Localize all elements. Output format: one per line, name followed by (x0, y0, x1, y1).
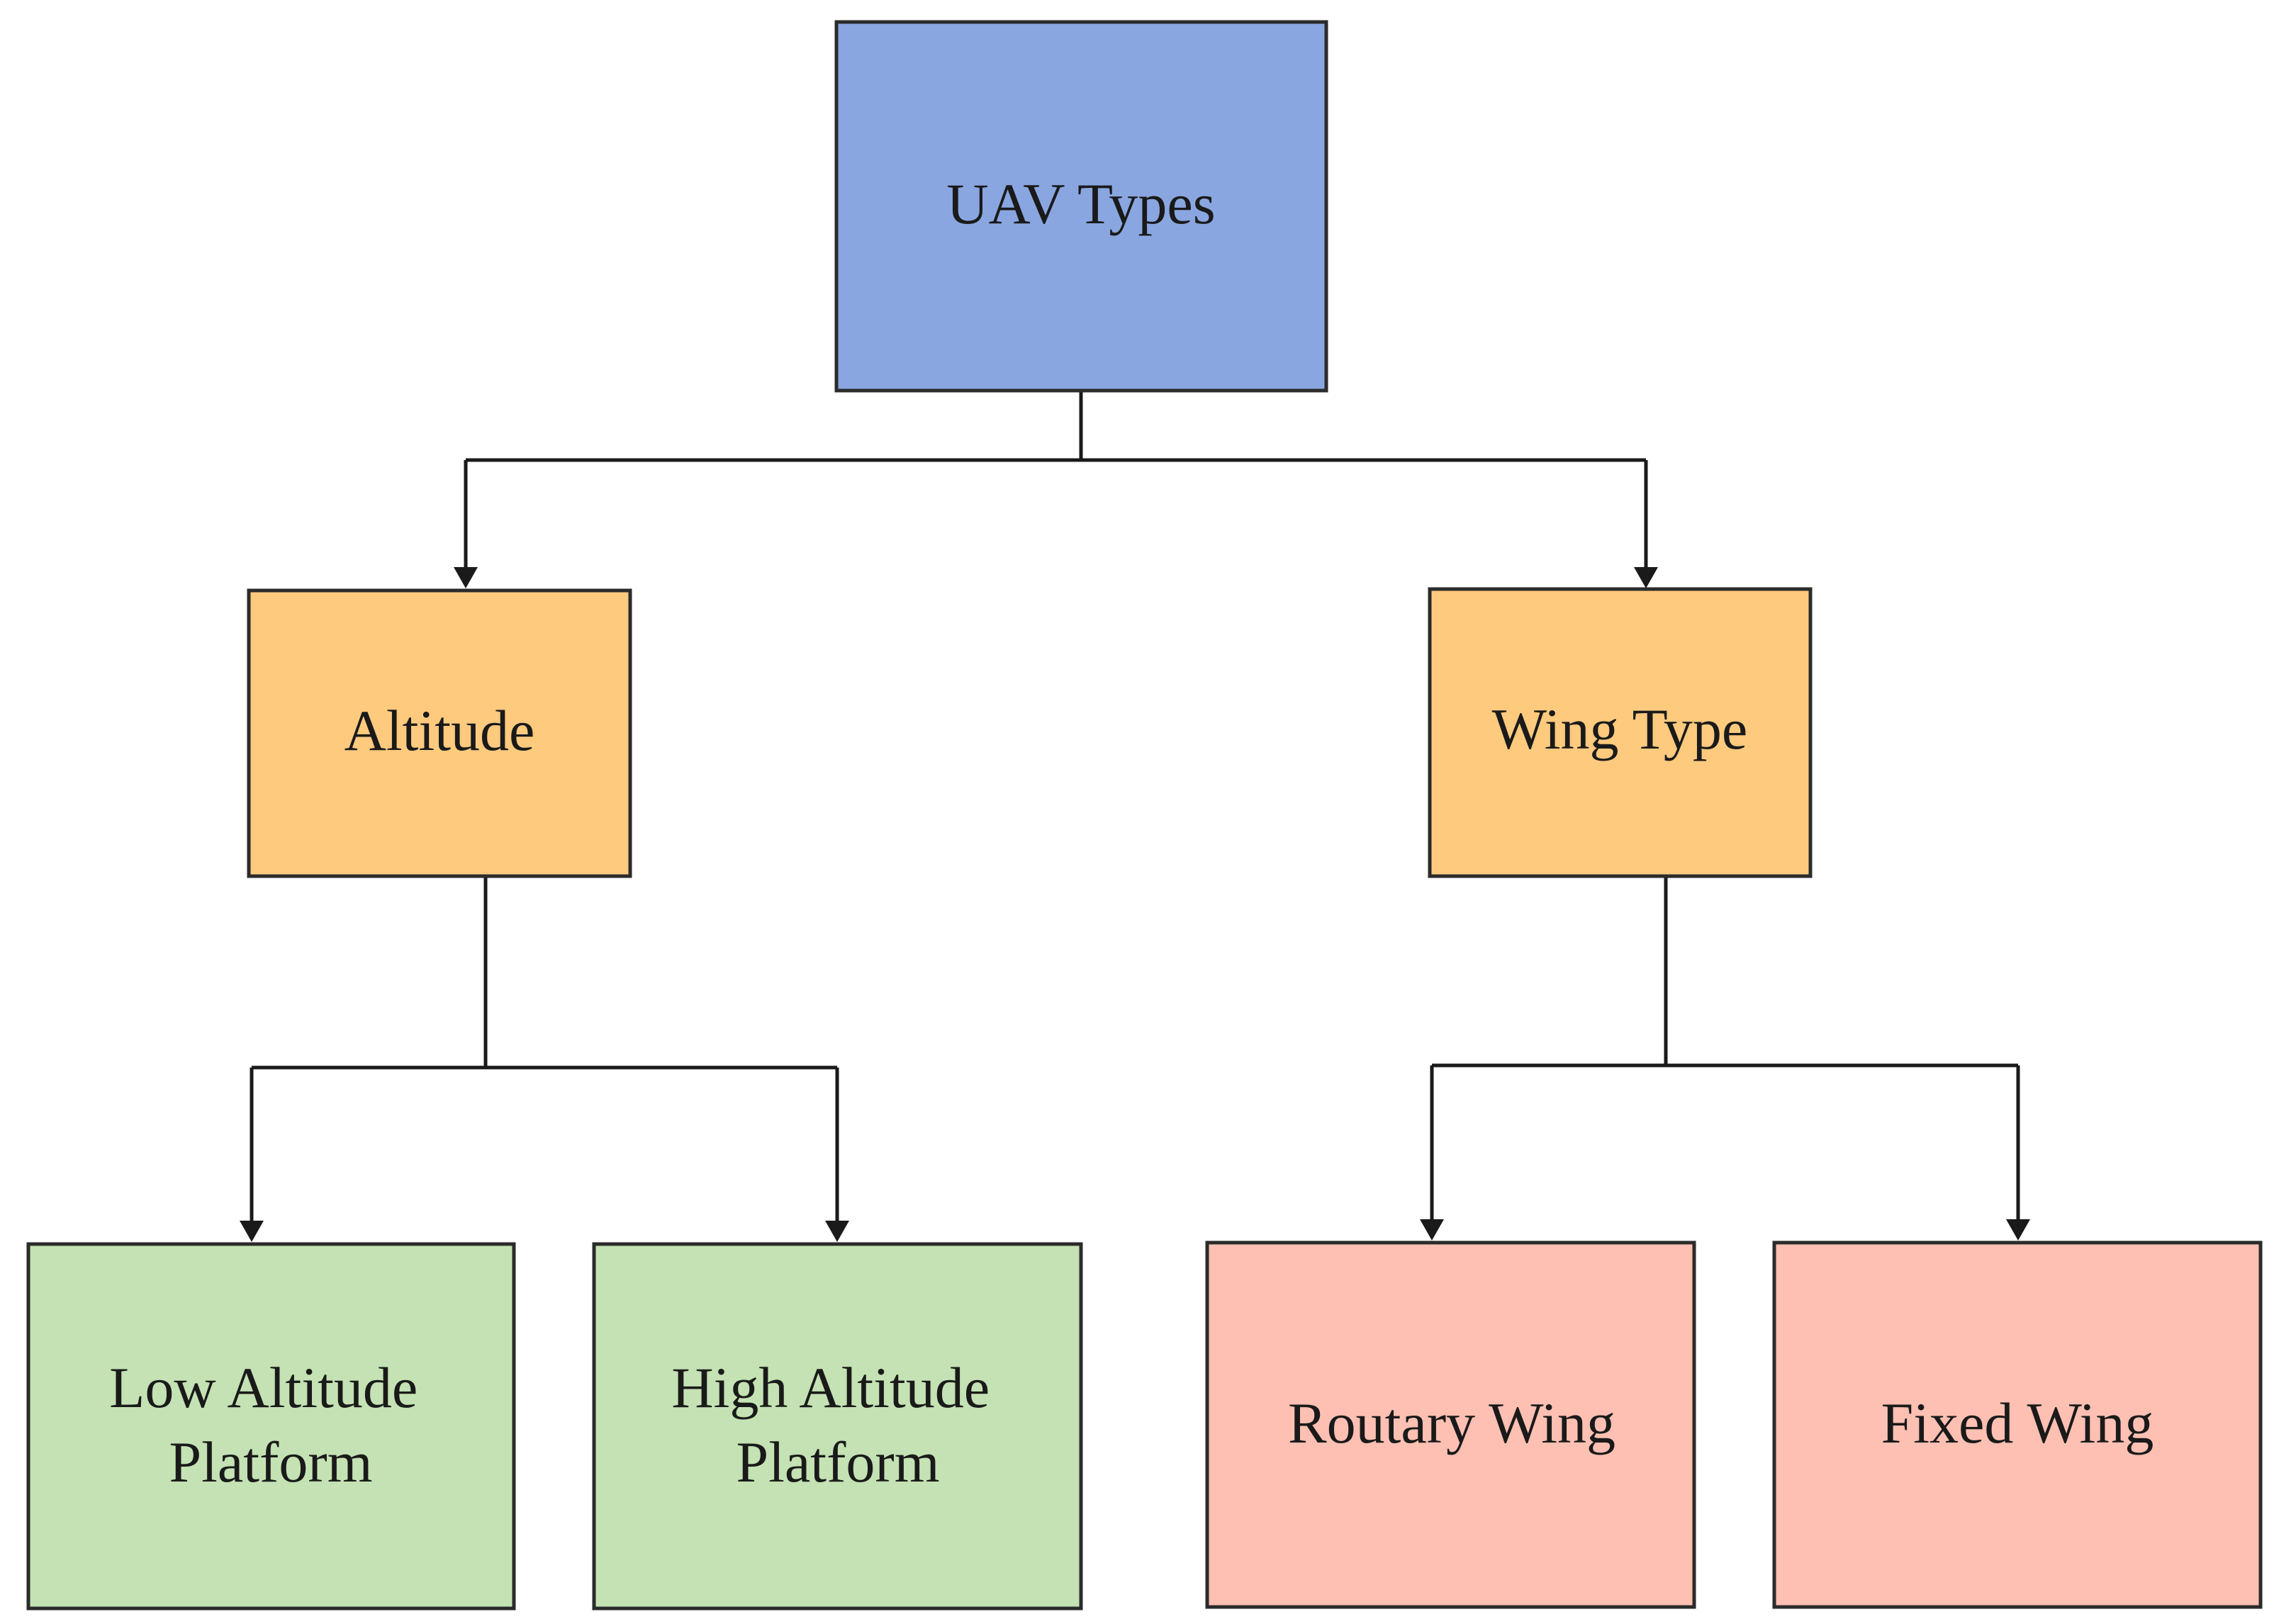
arrowhead-routary-wing (1420, 1219, 1444, 1241)
node-fixed-wing: Fixed Wing (1772, 1241, 2263, 1609)
arrowhead-wing-type (1634, 567, 1658, 588)
arrowhead-low-altitude (240, 1221, 264, 1242)
node-high-altitude-line-2: Platform (736, 1430, 940, 1494)
node-low-altitude-line-1: Low Altitude (109, 1355, 418, 1420)
node-wing-type: Wing Type (1428, 587, 1813, 878)
node-uav-types: UAV Types (834, 20, 1328, 393)
node-low-altitude-line-2: Platform (169, 1430, 373, 1494)
node-high-altitude-line-1: High Altitude (671, 1355, 990, 1420)
arrowhead-high-altitude (825, 1221, 849, 1242)
node-high-altitude-platform: High Altitude Platform (592, 1242, 1083, 1611)
node-wing-type-label: Wing Type (1492, 697, 1748, 761)
arrowheads (240, 567, 2030, 1242)
node-routary-wing: Routary Wing (1205, 1241, 1696, 1609)
arrowhead-fixed-wing (2006, 1219, 2030, 1241)
node-altitude-label: Altitude (345, 698, 535, 763)
node-high-altitude-platform-label: High Altitude Platform (671, 1355, 1004, 1494)
node-altitude: Altitude (247, 588, 632, 878)
node-routary-wing-label: Routary Wing (1288, 1391, 1615, 1455)
connectors (250, 391, 2020, 1221)
node-fixed-wing-label: Fixed Wing (1881, 1391, 2154, 1455)
node-low-altitude-platform: Low Altitude Platform (26, 1242, 516, 1611)
node-uav-types-label: UAV Types (946, 172, 1215, 236)
arrowhead-altitude (454, 567, 478, 588)
node-low-altitude-platform-label: Low Altitude Platform (109, 1355, 432, 1494)
